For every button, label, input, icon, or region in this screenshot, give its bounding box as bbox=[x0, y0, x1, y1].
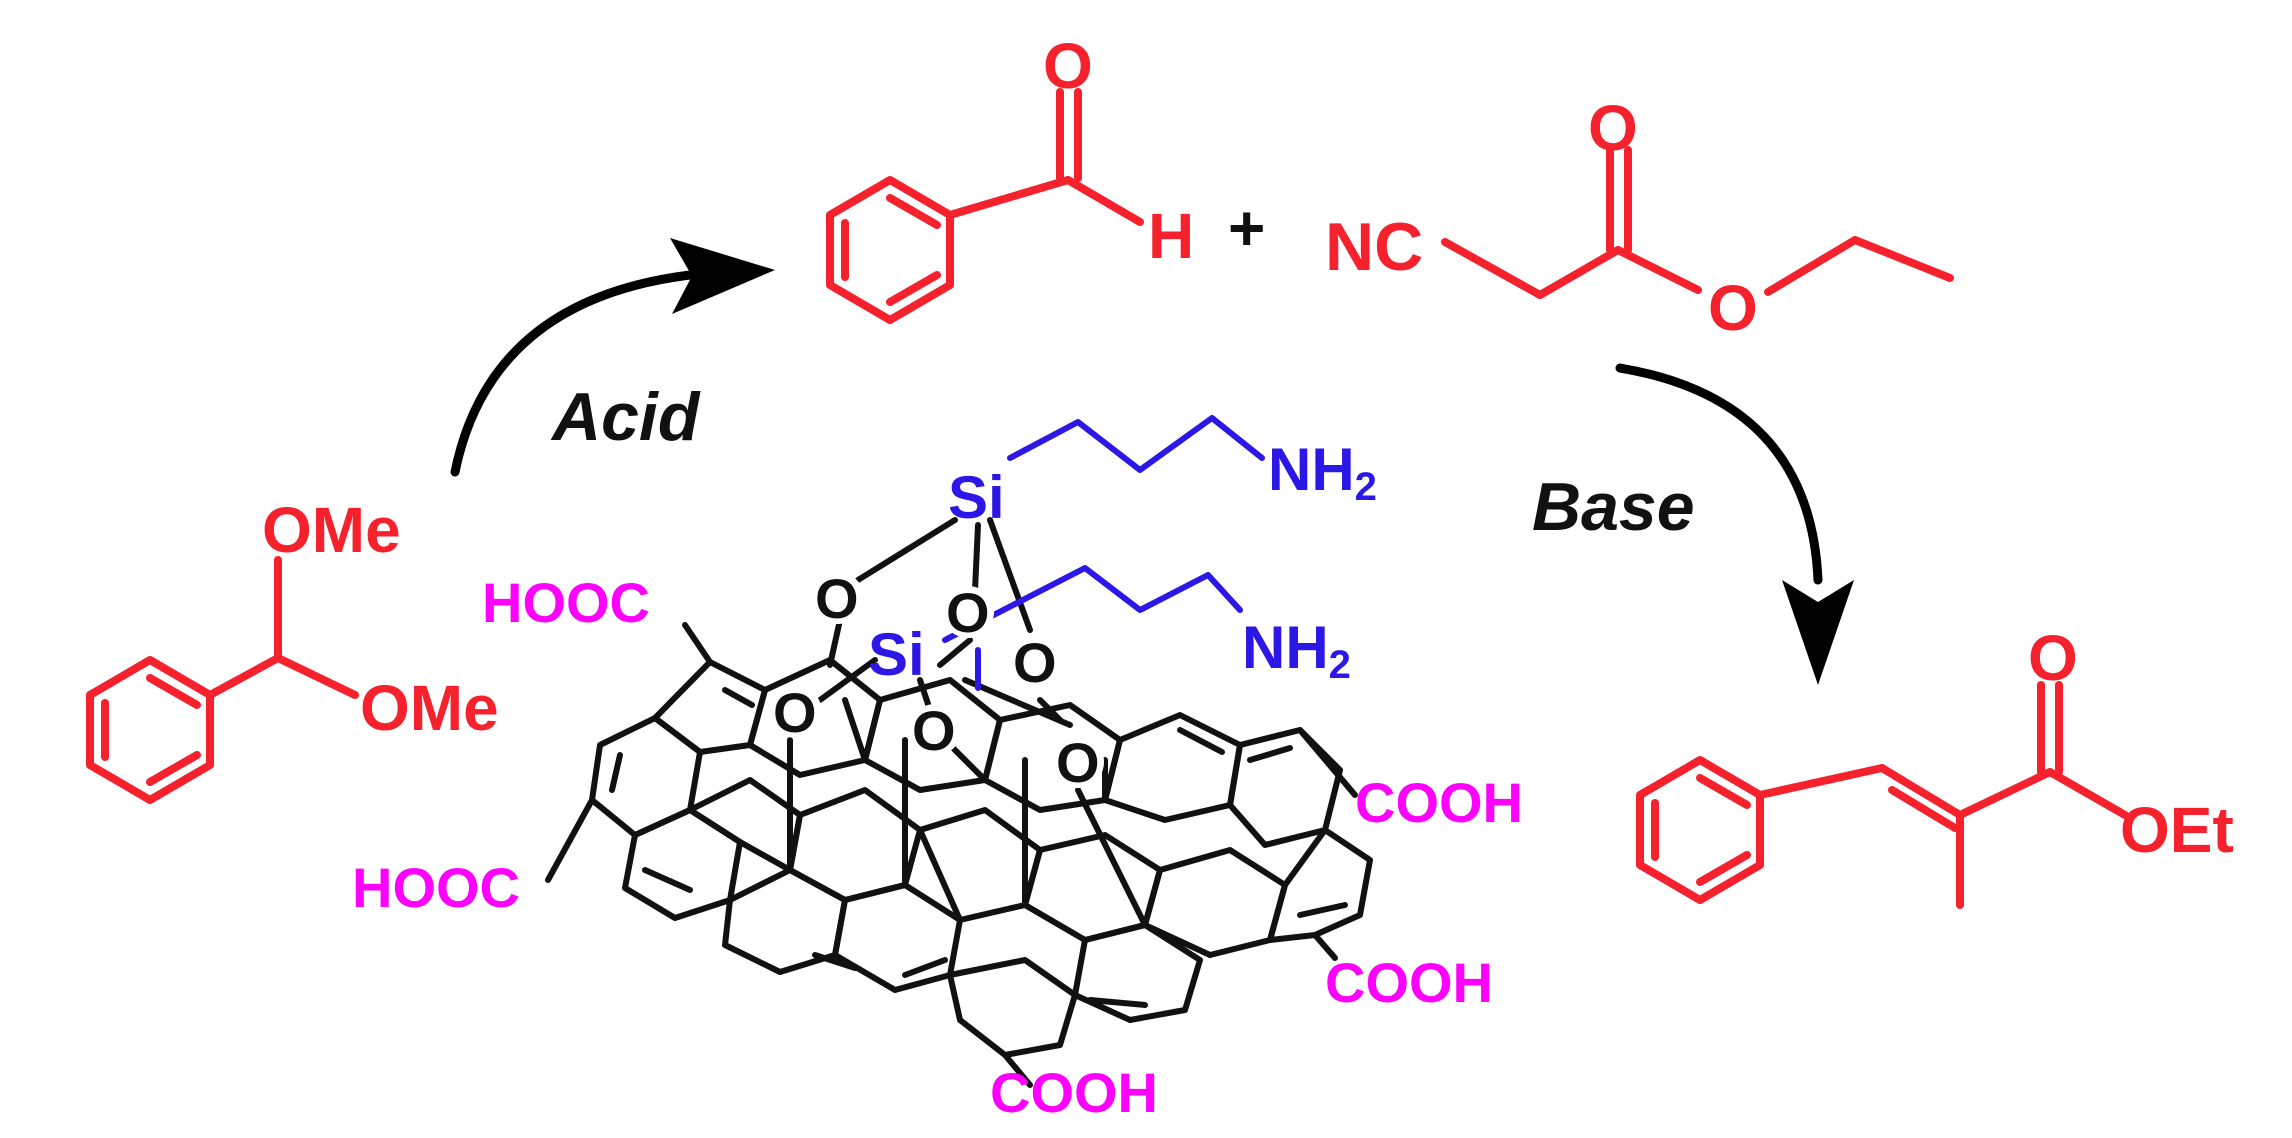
product-molecule bbox=[1636, 681, 2129, 909]
acid-arrow-head bbox=[670, 238, 775, 314]
acid-arrow bbox=[450, 270, 695, 477]
base-arrow bbox=[1615, 363, 1823, 585]
acetal-molecule bbox=[86, 556, 359, 804]
base-label: Base bbox=[1532, 469, 1695, 545]
graphene-oxide-framework bbox=[545, 622, 1373, 1088]
nh2-label-1: NH2 bbox=[1268, 436, 1377, 509]
acid-label: Acid bbox=[550, 379, 701, 455]
si-label-1: Si bbox=[948, 464, 1005, 531]
cooh-label-right-bottom: COOH bbox=[1325, 951, 1493, 1014]
o-label-3: O bbox=[1013, 631, 1057, 694]
plus-sign: + bbox=[1228, 192, 1265, 264]
cooh-label-left: HOOC bbox=[352, 856, 520, 919]
ethyl-cyanoacetate-molecule bbox=[1441, 146, 1954, 299]
cooh-label-bottom: COOH bbox=[990, 1061, 1158, 1124]
aminopropyl-chains bbox=[942, 415, 1265, 691]
acetal-ome-label-2: OMe bbox=[360, 672, 499, 744]
o-label-2: O bbox=[946, 581, 990, 644]
siloxane-linkers bbox=[817, 517, 1073, 728]
cooh-label-right-top: COOH bbox=[1355, 771, 1523, 834]
cooh-label-top-left: HOOC bbox=[482, 571, 650, 634]
benzaldehyde-molecule bbox=[826, 88, 1144, 324]
o-label-1: O bbox=[815, 567, 859, 630]
acetal-ome-label-1: OMe bbox=[262, 494, 401, 566]
o-label-6: O bbox=[1056, 731, 1100, 794]
oxygen-labels bbox=[770, 572, 1104, 788]
si-label-2: Si bbox=[868, 621, 925, 688]
o-label-7: O bbox=[998, 801, 999, 803]
aldehyde-o-label: O bbox=[1043, 30, 1093, 102]
base-arrow-head bbox=[1782, 580, 1854, 685]
product-carbonyl-o-label: O bbox=[2028, 622, 2078, 694]
o-label-4: O bbox=[773, 681, 817, 744]
aldehyde-h-label: H bbox=[1148, 200, 1194, 272]
product-oet-label: OEt bbox=[2120, 794, 2234, 866]
ester-o-label: O bbox=[1708, 272, 1758, 344]
cyano-label: NC bbox=[1325, 209, 1423, 285]
nh2-label-2: NH2 bbox=[1242, 614, 1351, 687]
o-label-5: O bbox=[912, 699, 956, 762]
ester-carbonyl-o-label: O bbox=[1588, 92, 1638, 164]
